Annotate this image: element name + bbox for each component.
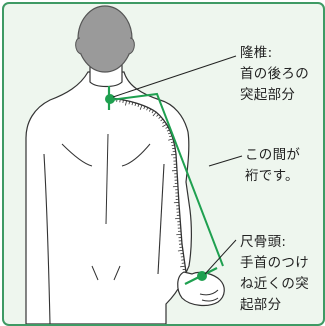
label-sleeve-span: この間が 裄です。 [245, 145, 300, 187]
leader-ulna [205, 240, 236, 274]
head [78, 6, 132, 72]
tape-tick [120, 99, 121, 102]
leader-span [209, 156, 242, 166]
ulna-marker [197, 271, 207, 281]
leader-vertebra [113, 56, 236, 97]
label-vertebra-prominens: 隆椎: 首の後ろの 突起部分 [240, 43, 309, 106]
vertebra-marker [105, 94, 115, 104]
label-ulna-head: 尺骨頭: 手首のつけ ね近くの突 起部分 [240, 232, 309, 316]
